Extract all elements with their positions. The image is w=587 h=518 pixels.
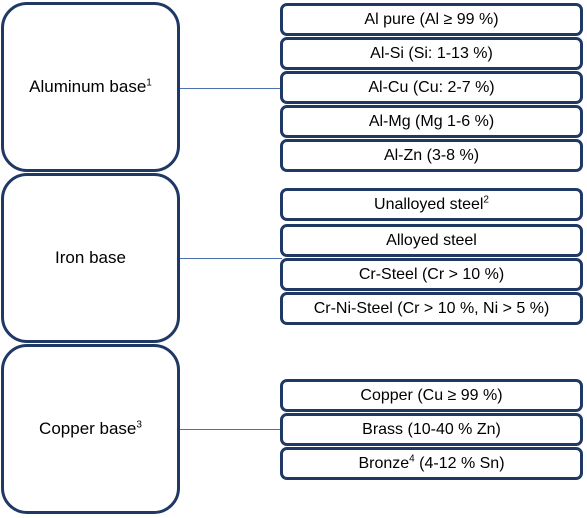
footnote-marker: 2	[483, 194, 489, 206]
connector-aluminum	[178, 88, 282, 89]
group-copper-base: Copper base3	[1, 344, 180, 514]
group-aluminum-base: Aluminum base1	[1, 2, 180, 172]
footnote-marker: 1	[146, 77, 152, 89]
item-cr-ni-steel: Cr-Ni-Steel (Cr > 10 %, Ni > 5 %)	[280, 292, 583, 325]
item-alloyed-steel: Alloyed steel	[280, 224, 583, 257]
item-al-cu: Al-Cu (Cu: 2-7 %)	[280, 71, 583, 104]
item-al-si: Al-Si (Si: 1-13 %)	[280, 37, 583, 70]
connector-copper	[178, 429, 282, 430]
connector-iron	[178, 258, 282, 259]
group-iron-base: Iron base	[1, 173, 180, 343]
item-brass: Brass (10-40 % Zn)	[280, 413, 583, 446]
group-label: Iron base	[55, 248, 126, 267]
group-label: Copper base3	[39, 419, 142, 438]
item-cr-steel: Cr-Steel (Cr > 10 %)	[280, 258, 583, 291]
item-al-mg: Al-Mg (Mg 1-6 %)	[280, 105, 583, 138]
item-al-pure: Al pure (Al ≥ 99 %)	[280, 3, 583, 36]
item-copper: Copper (Cu ≥ 99 %)	[280, 379, 583, 412]
group-label: Aluminum base1	[29, 77, 152, 96]
item-unalloyed-steel: Unalloyed steel2	[280, 188, 583, 221]
item-al-zn: Al-Zn (3-8 %)	[280, 139, 583, 172]
item-bronze: Bronze4 (4-12 % Sn)	[280, 447, 583, 480]
footnote-marker: 3	[136, 419, 142, 431]
footnote-marker: 4	[409, 453, 415, 465]
